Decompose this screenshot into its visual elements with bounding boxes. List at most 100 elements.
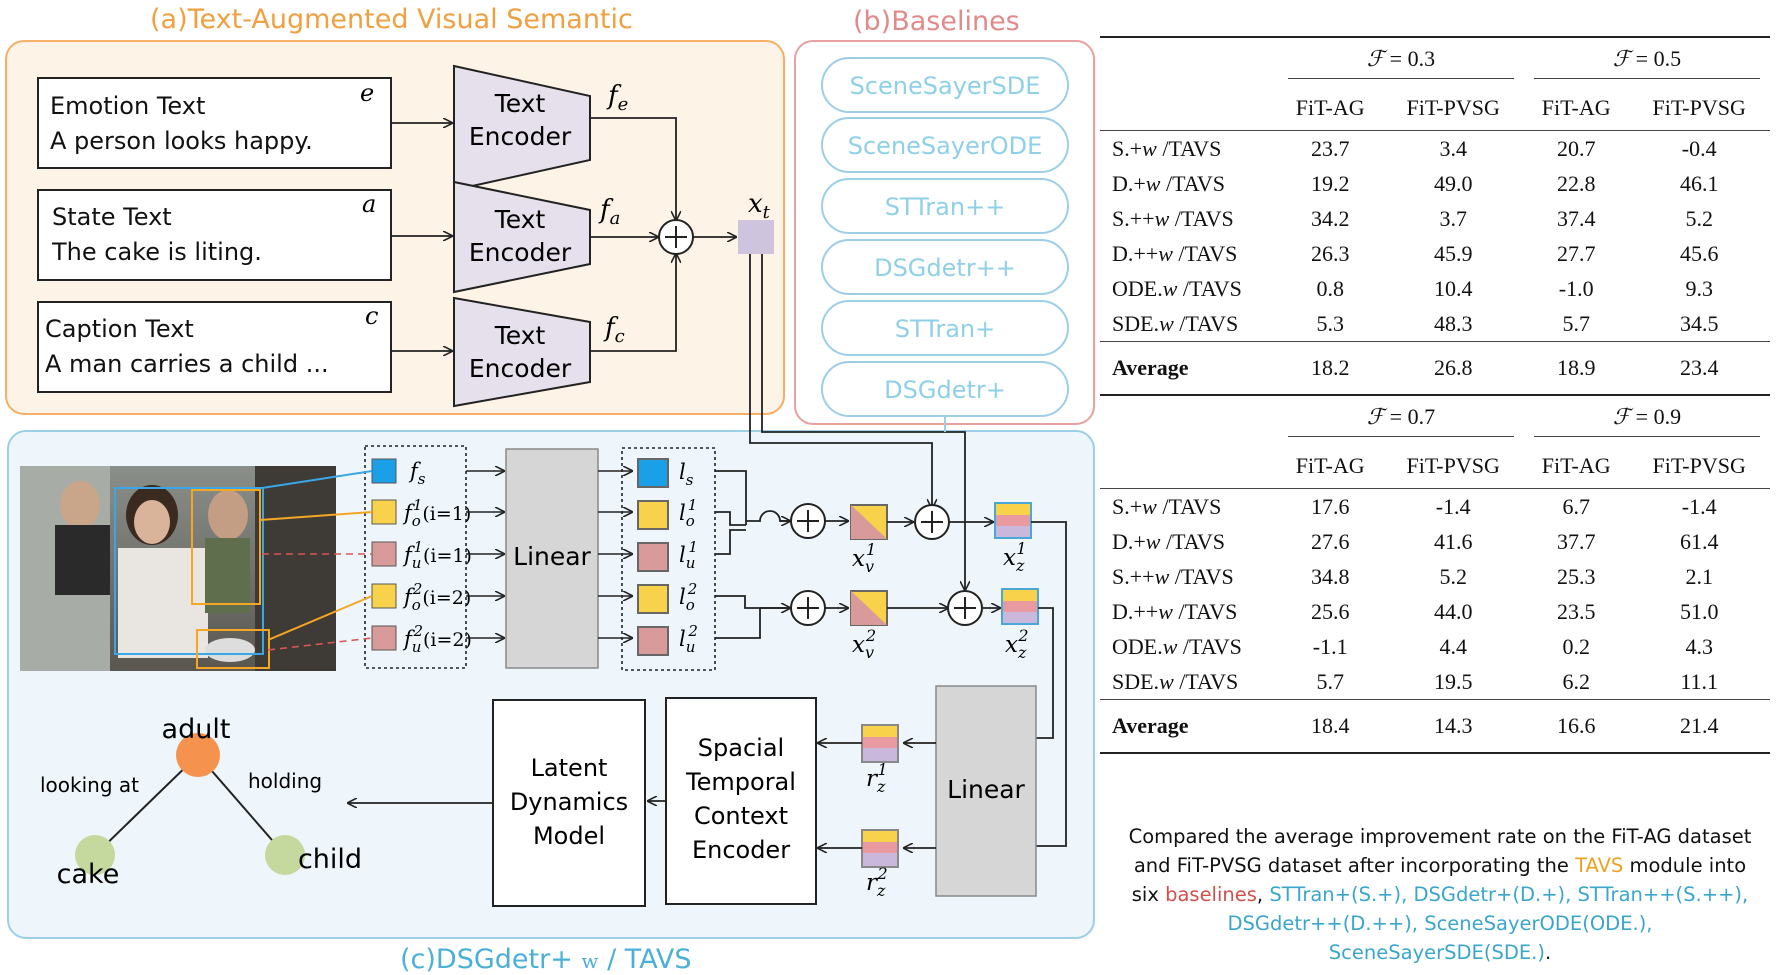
caption-text: .: [1544, 941, 1552, 964]
line-fe: [590, 117, 676, 220]
xz1-to-linear: [1031, 521, 1067, 847]
table-cell: 26.3: [1310, 240, 1350, 266]
state-text-heading: State Text: [52, 203, 172, 231]
svg-text:lu2: lu2: [679, 622, 698, 656]
xv-labels: xv1 xv2: [852, 540, 876, 662]
table-cell: 61.4: [1679, 528, 1719, 554]
panel-a-title: (a)Text-Augmented Visual Semantic: [150, 4, 633, 35]
f-value: = 0.9: [1630, 403, 1682, 429]
row-label: SDE.w /TAVS: [1112, 310, 1239, 336]
xz-labels: xz1 xz2: [1003, 539, 1029, 662]
f-value: = 0.7: [1384, 403, 1436, 429]
f-symbol: ℱ: [1366, 403, 1385, 429]
table-row: D.+w /TAVS 27.6 41.6 37.7 61.4: [1100, 524, 1770, 559]
svg-text:xz1: xz1: [1003, 539, 1027, 575]
table-cell: 5.7: [1562, 310, 1590, 336]
row-label: D.+w /TAVS: [1112, 170, 1225, 196]
figure-caption: Compared the average improvement rate on…: [1120, 822, 1760, 967]
xt-path-outer: [749, 254, 932, 508]
table-cell: 3.4: [1382, 130, 1524, 166]
row-label: D.+w /TAVS: [1112, 528, 1225, 554]
table-cell: 5.3: [1316, 310, 1344, 336]
table-cell: 45.6: [1679, 240, 1719, 266]
table-cell: 48.3: [1433, 310, 1473, 336]
label-cake: cake: [57, 859, 120, 890]
f-symbol: ℱ: [1612, 403, 1631, 429]
row-label: ODE.w /TAVS: [1112, 633, 1242, 659]
caption-models: STTran+(S.+), DSGdetr+(D.+), STTran++(S.…: [1227, 883, 1749, 964]
l-connections: [715, 470, 790, 639]
ldm-line-3: Model: [533, 822, 605, 850]
table-cell: 4.4: [1439, 633, 1467, 659]
table-cell: -1.4: [1628, 488, 1770, 524]
table-cell: 5.2: [1685, 205, 1713, 231]
ldm-box: [492, 699, 646, 907]
state-text-box: State Text The cake is liting. a: [37, 189, 392, 281]
table-cell: 49.0: [1433, 170, 1473, 196]
sum-node-z1: [914, 504, 950, 540]
svg-text:xv1: xv1: [852, 540, 876, 576]
ldm-line-1: Latent: [531, 754, 608, 782]
emotion-text-body: A person looks happy.: [50, 127, 313, 155]
table-cell: 34.2: [1310, 205, 1350, 231]
svg-text:lo2: lo2: [679, 580, 697, 614]
table-cell: 25.3: [1556, 563, 1596, 589]
table-cell: 37.7: [1556, 528, 1596, 554]
svg-text:rz2: rz2: [866, 864, 888, 900]
baseline-sttran-pp: STTran++: [885, 193, 1006, 221]
table-cell: 23.5: [1556, 598, 1596, 624]
ldm-line-2: Dynamics: [510, 788, 628, 816]
encoder-label-3a: Text: [494, 321, 546, 350]
table-cell: 34.8: [1310, 563, 1350, 589]
row-label: D.++w /TAVS: [1112, 598, 1238, 624]
table-cell: 41.6: [1433, 528, 1473, 554]
sum-node-v2: [790, 590, 826, 626]
label-adult: adult: [162, 714, 231, 745]
svg-text:xv2: xv2: [852, 626, 876, 662]
video-frame-image: [20, 466, 336, 671]
caption-text-body: A man carries a child ...: [45, 350, 329, 378]
table-cell: 6.7: [1523, 488, 1629, 524]
architecture-diagram: (a)Text-Augmented Visual Semantic (b)Bas…: [5, 4, 1095, 975]
svg-text:fu1(i=1): fu1(i=1): [402, 538, 472, 572]
l-swatches: [637, 458, 669, 656]
xz2-square: [1001, 588, 1039, 625]
stce-line-3: Context: [694, 802, 788, 830]
svg-text:fs: fs: [408, 459, 426, 488]
table-cell: 17.6: [1278, 488, 1383, 524]
col-header: FiT-AG: [1295, 453, 1365, 478]
table-cell: 46.1: [1679, 170, 1719, 196]
node-adult: [176, 733, 220, 777]
scene-graph: adult cake child looking at holding: [40, 714, 362, 890]
table-header-cols-top: FiT-AG FiT-PVSG FiT-AG FiT-PVSG: [1100, 86, 1770, 131]
col-header: FiT-PVSG: [1406, 95, 1500, 120]
emotion-text-box: Emotion Text A person looks happy. e: [37, 77, 392, 169]
linear-block-2: [935, 685, 1037, 897]
f-value: = 0.3: [1384, 45, 1436, 71]
table-avg-top: Average 18.2 26.8 18.9 23.4: [1100, 341, 1770, 395]
node-child: [265, 835, 305, 875]
col-header: FiT-AG: [1541, 95, 1611, 120]
table-cell: 44.0: [1433, 598, 1473, 624]
row-label: D.++w /TAVS: [1112, 240, 1238, 266]
caption-text-box: Caption Text A man carries a child ... c: [37, 301, 392, 393]
svg-text:fo2(i=2): fo2(i=2): [402, 580, 471, 614]
table-cell: 27.6: [1310, 528, 1350, 554]
results-table: ℱ = 0.3 ℱ = 0.5 FiT-AG FiT-PVSG FiT-AG F…: [1100, 36, 1770, 754]
rz2-square: [861, 829, 899, 868]
table-header-cols-bottom: FiT-AG FiT-PVSG FiT-AG FiT-PVSG: [1100, 444, 1770, 489]
table-header-f-bottom: ℱ = 0.7 ℱ = 0.9: [1100, 394, 1770, 444]
svg-text:ls: ls: [679, 460, 694, 489]
rz-labels: rz1 rz2: [866, 760, 888, 900]
linear-label-1: Linear: [513, 542, 591, 571]
row-label: S.+w /TAVS: [1100, 130, 1278, 166]
table-avg-bottom: Average 18.4 14.3 16.6 21.4: [1100, 699, 1770, 754]
